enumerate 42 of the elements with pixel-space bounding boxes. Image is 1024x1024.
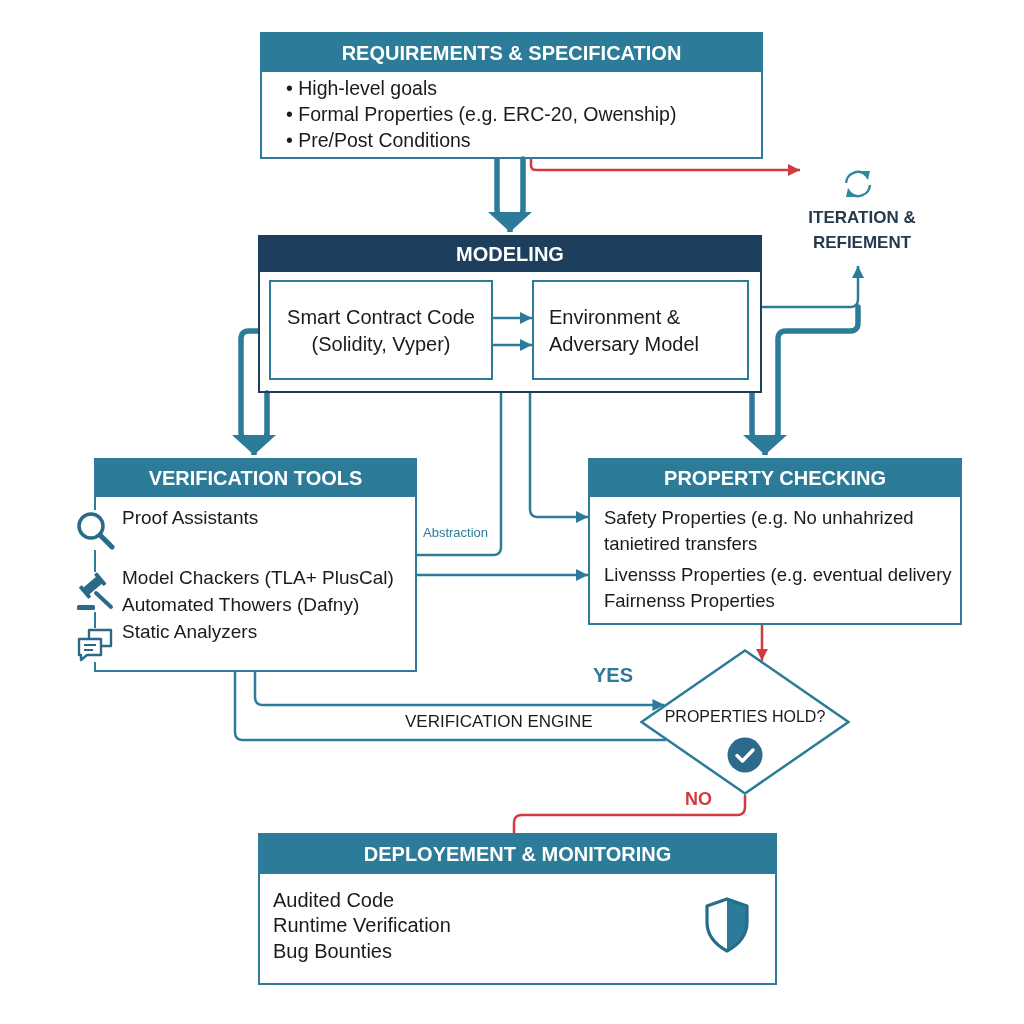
process-box [588, 458, 962, 625]
connector-line [417, 393, 503, 557]
box-header: REQUIREMENTS & SPECIFICATION [262, 34, 761, 72]
arrow [762, 266, 864, 309]
list-item: Bug Bounties [273, 939, 393, 963]
box-label: Environment & Adversary Model [549, 305, 701, 357]
list-item: • High-level goals [286, 76, 438, 100]
list-item: Proof Assistants [122, 506, 260, 530]
box-header: MODELING [260, 237, 760, 272]
process-box [532, 280, 749, 380]
list-item: Runtime Verification [273, 913, 452, 937]
list-item: Model Chackers (TLA+ PlusCal) [122, 566, 395, 590]
decision-label: PROPERTIES HOLD? [663, 707, 827, 727]
arrow [528, 393, 588, 523]
list-item: Automated Thowers (Dafny) [122, 593, 361, 617]
process-box [269, 280, 493, 380]
list-item: • Formal Properties (e.g. ERC-20, Owenship) [286, 102, 678, 126]
step-label: ITERATION & REFIEMENT [807, 207, 917, 254]
arrow [529, 159, 800, 176]
list-item: Static Analyzers [122, 620, 259, 644]
process-box [258, 833, 777, 985]
connector-line [233, 672, 666, 742]
box-header: PROPERTY CHECKING [590, 460, 960, 497]
block-arrow [488, 156, 532, 232]
box-header: VERIFICATION TOOLS [96, 460, 415, 497]
list-item: Livensss Properties (e.g. eventual delivery [604, 563, 953, 587]
connector-line [512, 795, 747, 833]
list-item: Safety Properties (e.g. No unhahrized tanietired transfers [604, 506, 915, 556]
arrow [493, 312, 532, 324]
list-item: • Pre/Post Conditions [286, 128, 472, 152]
arrow [417, 569, 588, 581]
list-item: Audited Code [273, 888, 396, 912]
arrow [493, 339, 532, 351]
list-item: Fairnenss Properties [604, 589, 776, 613]
arrow [253, 672, 665, 711]
arrow [756, 625, 768, 661]
container-box [258, 235, 762, 393]
process-box [260, 32, 763, 159]
box-header: DEPLOYEMENT & MONITORING [260, 835, 775, 874]
box-label: Smart Contract Code (Solidity, Vyper) [286, 305, 476, 357]
block-arrow [232, 328, 276, 455]
block-arrow [743, 304, 861, 455]
